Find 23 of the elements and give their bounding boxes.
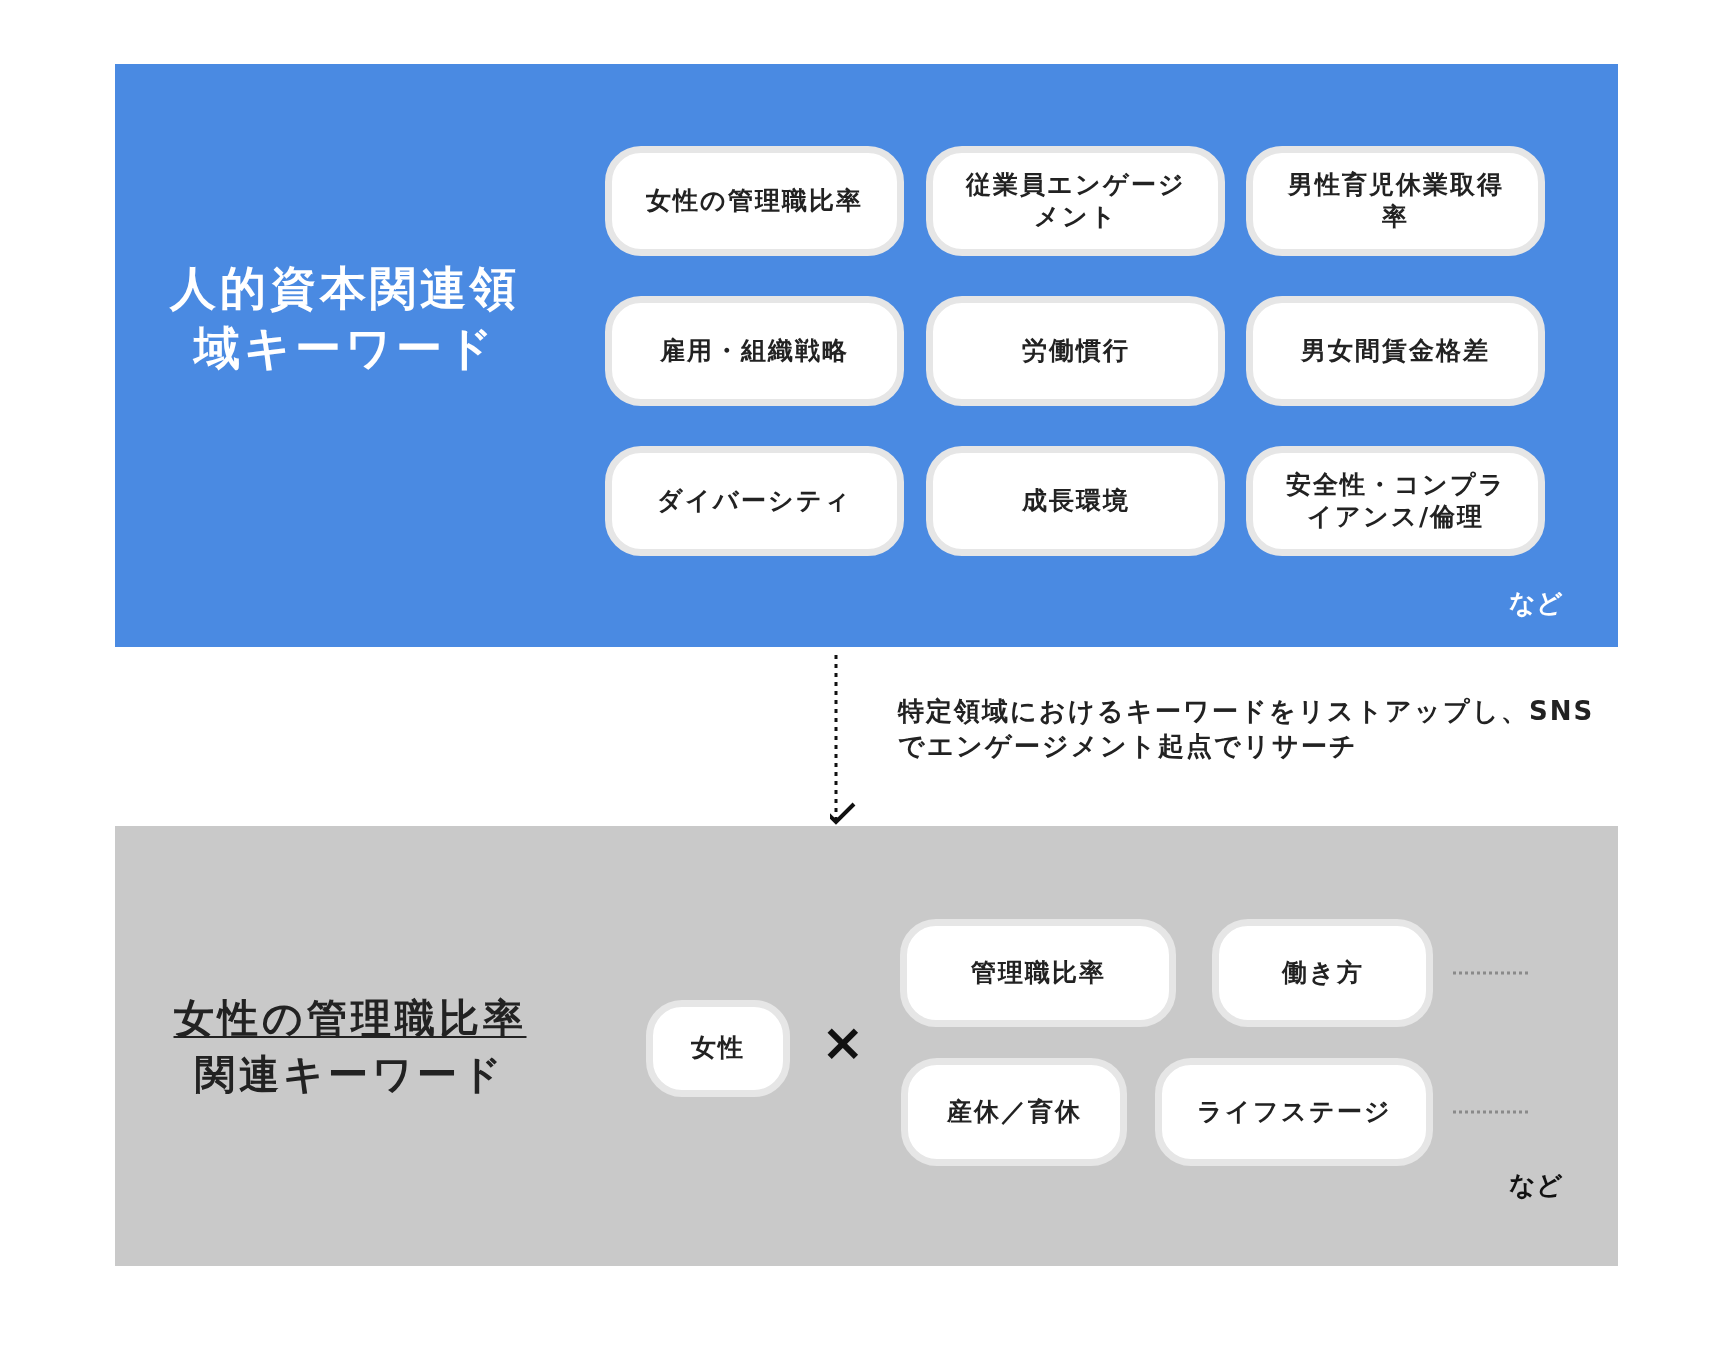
keyword-pill: 安全性・コンプライアンス/倫理 [1246,446,1545,556]
keyword-pill: ダイバーシティ [605,446,904,556]
multiply-sign: × [821,1016,865,1068]
category-panel [115,64,1618,647]
panel-heading: 人的資本関連領域キーワード [168,260,521,377]
keyword-pill: 雇用・組織戦略 [605,296,904,406]
keyword-pill: 男女間賃金格差 [1246,296,1545,406]
keyword-pill: 女性の管理職比率 [605,146,904,256]
edge-label: 特定領域におけるキーワードをリストアップし、SNSでエンゲージメント起点でリサーチ [898,695,1596,764]
note-text: など [1509,587,1563,620]
keyword-pill: 管理職比率 [900,919,1176,1027]
keyword-pill: ライフステージ [1155,1058,1433,1166]
keyword-pill: 労働慣行 [926,296,1225,406]
keyword-pill: 働き方 [1212,919,1433,1027]
keyword-pill: 産休／育休 [901,1058,1127,1166]
keyword-panel [115,826,1618,1266]
keyword-pill: 女性 [646,1000,790,1097]
note-text: など [1509,1169,1563,1202]
keyword-pill: 男性育児休業取得率 [1246,146,1545,256]
keyword-pill: 従業員エンゲージメント [926,146,1225,256]
keyword-pill: 成長環境 [926,446,1225,556]
panel-heading: 関連キーワード [194,1050,506,1099]
panel-heading: 女性の管理職比率 [173,994,527,1043]
